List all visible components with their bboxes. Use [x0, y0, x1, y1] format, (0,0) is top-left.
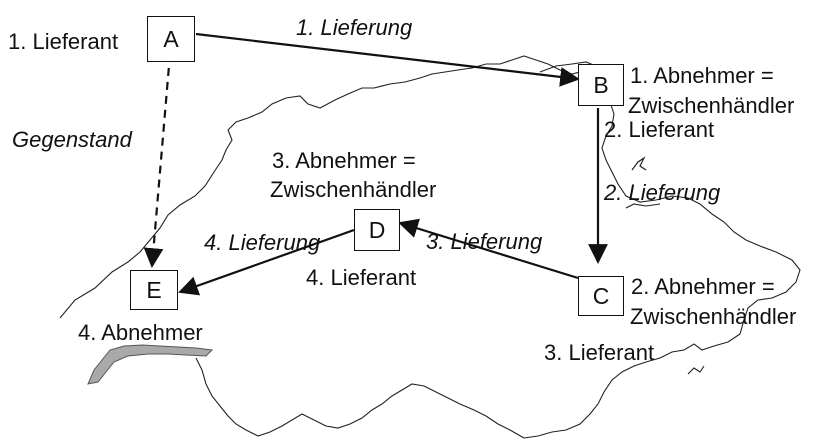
border-squiggle-east — [631, 156, 647, 171]
arrow-delivery-4 — [178, 228, 355, 296]
border-detail-east — [625, 203, 661, 209]
label-c-role-line1: 2. Abnehmer = — [631, 274, 775, 299]
lake-geneva — [87, 344, 214, 385]
label-delivery-2: 2. Lieferung — [604, 180, 721, 205]
label-b-role-line1: 1. Abnehmer = — [630, 63, 774, 88]
lake-constance — [539, 61, 597, 73]
arrow-goods — [143, 53, 172, 268]
label-c-role-line2: Zwischenhändler — [630, 304, 797, 329]
label-delivery-1: 1. Lieferung — [296, 15, 413, 40]
label-goods: Gegenstand — [12, 127, 132, 152]
label-a-role: 1. Lieferant — [8, 29, 119, 54]
node-c: C — [578, 276, 624, 316]
label-d-role-line1: 3. Abnehmer = — [272, 148, 416, 173]
node-a: A — [147, 16, 195, 62]
arrow-delivery-1 — [195, 32, 580, 87]
node-d: D — [354, 209, 400, 251]
node-e: E — [130, 270, 178, 310]
label-b-role-line2: Zwischenhändler — [628, 93, 795, 118]
node-b: B — [578, 64, 624, 106]
arrow-delivery-3 — [398, 218, 579, 280]
label-delivery-4: 4. Lieferung — [204, 230, 321, 255]
label-d-role-line2: Zwischenhändler — [270, 177, 437, 202]
border-detail-south — [687, 365, 705, 375]
label-delivery-3: 3. Lieferung — [426, 229, 543, 254]
label-d-role-line3: 4. Lieferant — [306, 265, 417, 290]
label-c-role-line3: 3. Lieferant — [544, 340, 655, 365]
label-b-role-line3: 2. Lieferant — [604, 117, 715, 142]
southern-border — [195, 357, 525, 439]
label-e-role: 4. Abnehmer — [78, 320, 203, 345]
